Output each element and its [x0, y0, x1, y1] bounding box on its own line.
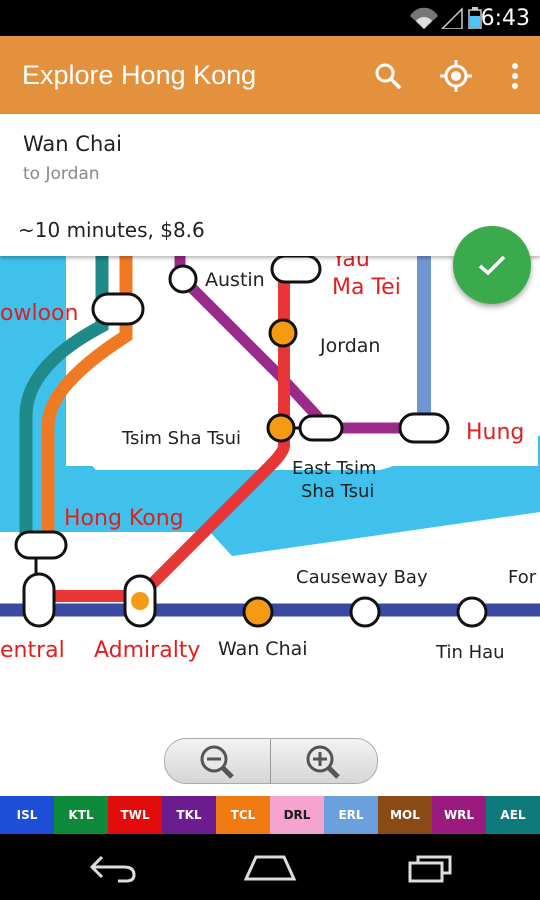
station-austin	[168, 264, 198, 294]
interchange-hong-kong	[14, 530, 68, 560]
legend-erl[interactable]: ERL	[324, 796, 378, 834]
station-wan-chai	[242, 596, 274, 628]
label-east-tsim-1: East Tsim	[292, 458, 377, 479]
legend-mol[interactable]: MOL	[378, 796, 432, 834]
line-legend: ISL KTL TWL TKL TCL DRL ERL MOL WRL AEL	[0, 796, 540, 834]
interchange-yau-ma-tei	[270, 256, 322, 284]
overflow-menu-icon[interactable]	[497, 58, 533, 94]
status-time: 6:43	[480, 6, 530, 31]
status-icons	[410, 7, 482, 29]
label-yau-ma-tei-2: Ma Tei	[332, 275, 401, 300]
legend-twl[interactable]: TWL	[108, 796, 162, 834]
navigation-bar	[0, 834, 540, 900]
route-card: Wan Chai to Jordan ~10 minutes, $8.6	[0, 114, 540, 256]
battery-icon	[468, 7, 482, 29]
route-origin: Wan Chai	[23, 132, 122, 156]
interchange-kowloon	[91, 292, 145, 326]
back-button[interactable]	[78, 848, 148, 888]
zoom-divider	[270, 739, 271, 783]
status-bar: 6:43	[0, 0, 540, 36]
recents-button[interactable]	[395, 848, 465, 888]
legend-tkl[interactable]: TKL	[162, 796, 216, 834]
legend-wrl[interactable]: WRL	[432, 796, 486, 834]
home-button[interactable]	[235, 848, 305, 888]
app-title: Explore Hong Kong	[22, 60, 257, 90]
label-admiralty: Admiralty	[94, 638, 200, 663]
label-kowloon: owloon	[0, 301, 78, 326]
label-austin: Austin	[205, 269, 265, 291]
label-fortress: For	[508, 567, 537, 588]
route-destination: to Jordan	[23, 164, 100, 184]
label-central: entral	[0, 638, 65, 663]
legend-isl[interactable]: ISL	[0, 796, 54, 834]
label-hung-hom: Hung	[466, 420, 524, 445]
zoom-in-icon	[306, 745, 340, 779]
tung-chung-line	[41, 256, 133, 542]
station-tin-hau	[456, 596, 488, 628]
check-icon	[478, 255, 506, 276]
label-jordan: Jordan	[319, 335, 380, 357]
interchange-east-tsim	[298, 414, 344, 442]
legend-tcl[interactable]: TCL	[216, 796, 270, 834]
label-causeway-bay: Causeway Bay	[296, 567, 428, 588]
interchange-central	[22, 572, 56, 628]
station-jordan	[268, 318, 298, 348]
label-hong-kong: Hong Kong	[64, 506, 184, 531]
station-causeway-bay	[349, 596, 381, 628]
location-icon[interactable]	[438, 58, 474, 94]
legend-ktl[interactable]: KTL	[54, 796, 108, 834]
app-bar: Explore Hong Kong	[0, 36, 540, 114]
zoom-control	[164, 738, 378, 784]
legend-drl[interactable]: DRL	[270, 796, 324, 834]
home-icon	[243, 855, 297, 881]
station-tsim-sha-tsui	[266, 413, 296, 443]
interchange-hung-hom	[398, 412, 450, 444]
harbour-water	[0, 256, 540, 556]
station-admiralty-dot	[131, 592, 149, 610]
back-icon	[89, 855, 136, 883]
legend-ael[interactable]: AEL	[486, 796, 540, 834]
route-summary: ~10 minutes, $8.6	[18, 218, 205, 242]
wifi-icon	[410, 7, 438, 29]
zoom-out-icon	[200, 745, 234, 779]
zoom-in-button[interactable]	[271, 739, 377, 783]
label-east-tsim-2: Sha Tsui	[301, 481, 374, 502]
zoom-out-button[interactable]	[165, 739, 271, 783]
label-tin-hau: Tin Hau	[435, 642, 505, 663]
signal-icon	[440, 7, 463, 29]
metro-map[interactable]: Austin Yau Ma Tei owloon Jordan Tsim Sha…	[0, 256, 540, 796]
label-tsim-sha-tsui: Tsim Sha Tsui	[121, 428, 241, 449]
label-yau-ma-tei-1: Yau	[331, 256, 370, 272]
confirm-button[interactable]	[453, 226, 531, 304]
recents-icon	[408, 855, 452, 883]
airport-express-line	[19, 256, 109, 542]
tsuen-wan-line	[40, 256, 290, 602]
label-wan-chai: Wan Chai	[218, 638, 308, 660]
search-icon[interactable]	[370, 58, 406, 94]
